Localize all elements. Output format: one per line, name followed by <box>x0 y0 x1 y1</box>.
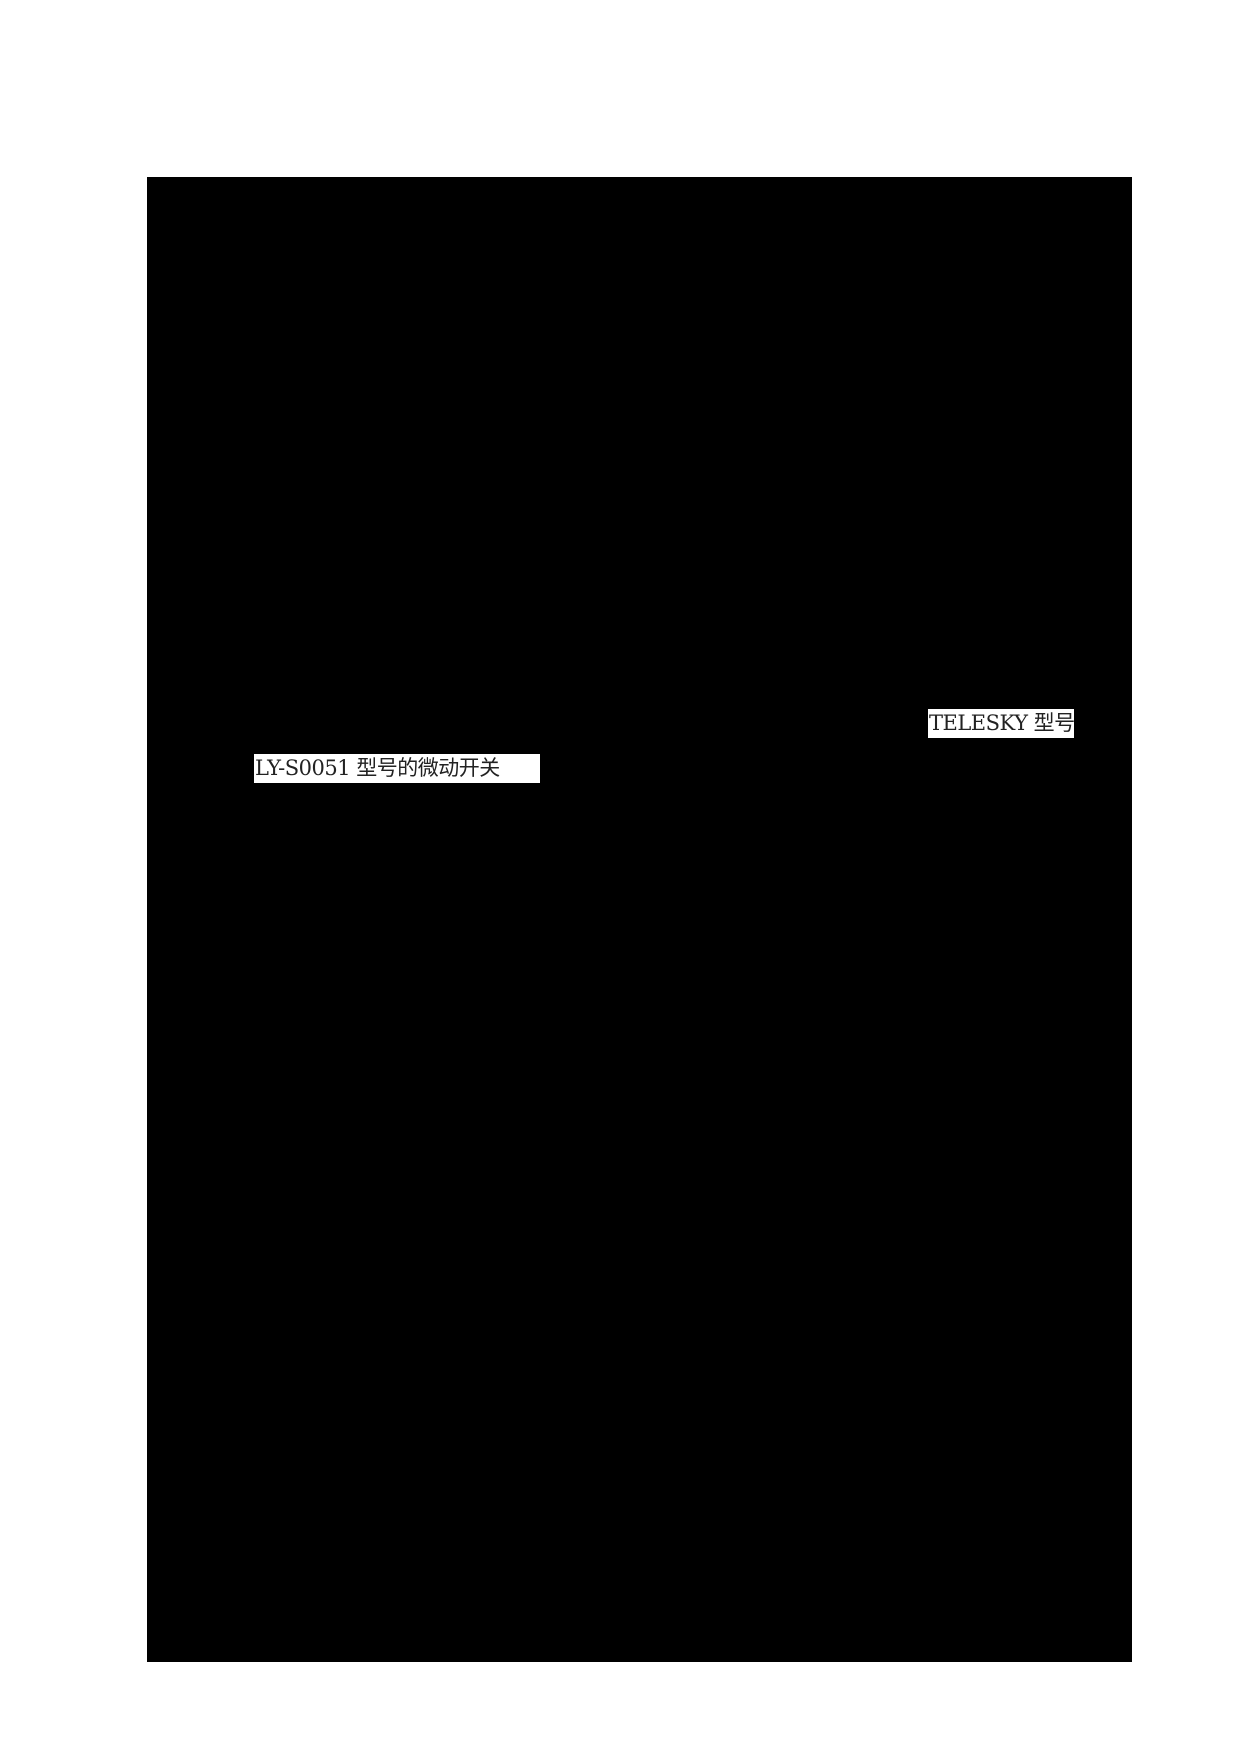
visible-text-microswitch-model: LY-S0051 型号的微动开关 <box>254 754 540 783</box>
visible-text-brand-model: TELESKY 型号 <box>928 709 1075 738</box>
redacted-content-block <box>147 177 1132 1662</box>
